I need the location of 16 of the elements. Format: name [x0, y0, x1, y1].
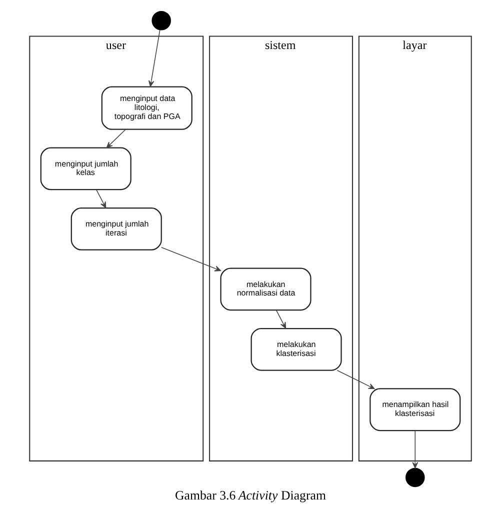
- caption: Gambar 3.6 Activity Diagram: [175, 488, 326, 502]
- node-box: menginput jumlah kelas: [40, 147, 132, 190]
- arrow: [276, 310, 286, 329]
- arrow: [96, 189, 106, 208]
- node-box: menginput jumlah iterasi: [70, 207, 162, 250]
- arrow: [106, 129, 126, 148]
- node-circle: [406, 468, 425, 488]
- arrow: [148, 30, 160, 87]
- node-box: melakukan klasterisasi: [250, 328, 342, 371]
- node-box: melakukan normalisasi data: [220, 268, 312, 311]
- node-box: menampilkan hasil klasterisasi: [370, 388, 461, 432]
- node-box: menginput data litologi, topografi dan PGA: [101, 86, 192, 130]
- node-circle: [152, 10, 171, 30]
- arrow: [161, 247, 221, 272]
- arrow: [412, 430, 418, 468]
- arrow: [336, 370, 375, 390]
